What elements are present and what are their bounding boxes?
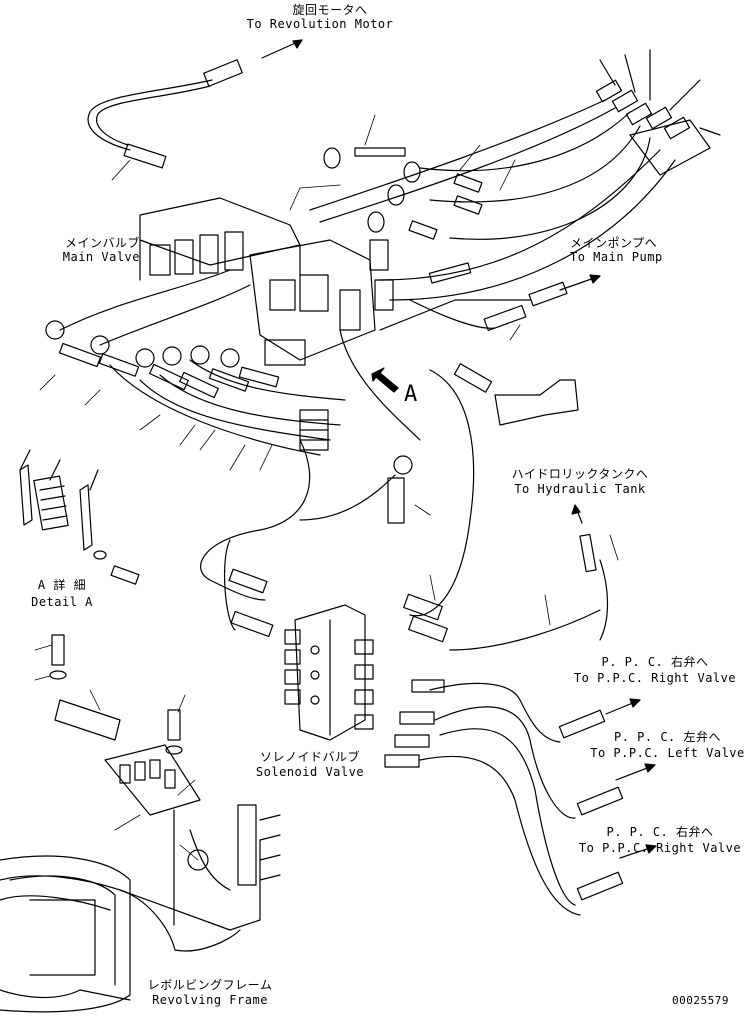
ppc-right-valve-1-label-jp: P. P. C. 右弁へ [601,655,709,669]
hydraulic-tank-label-jp: ハイドロリックタンクへ [511,467,649,481]
detail-a-label-jp: A 詳 細 [37,578,87,592]
main-valve-label-jp: メインバルブ [64,236,140,250]
hydraulic-tank-label-en: To Hydraulic Tank [514,482,646,496]
detail-a-parts [19,449,140,585]
drawing-number: 00025579 [672,994,729,1007]
view-a-arrow [371,367,399,393]
arrow-to-ppc-right-valve-1 [605,698,641,715]
main-pump-label-jp: メインポンプへ [570,236,658,250]
bracket-and-bolts [49,634,281,926]
main-pump-label-en: To Main Pump [570,250,663,264]
hose-lines [0,79,676,1001]
arrow-to-revolution-motor [261,39,303,59]
solenoid-valve-label-en: Solenoid Valve [255,765,365,779]
ppc-right-valve-2-label-en: To P.P.C. Right Valve [578,841,742,855]
revolving-frame-label-jp: レボルビングフレーム [147,978,273,992]
ppc-right-valve-2-label-jp: P. P. C. 右弁へ [606,825,714,839]
connector-bank-top-right [595,49,721,176]
main-valve-label-en: Main Valve [62,250,140,264]
arrow-to-main-pump [559,274,601,291]
revolution-motor-label-jp: 旋回モータへ [292,3,368,17]
hose-fittings [45,59,624,901]
arrow-to-ppc-left-valve [615,763,656,781]
solenoid-valve-label-jp: ソレノイドバルブ [259,750,360,764]
detail-a-label-en: Detail A [31,595,93,609]
arrow-to-hydraulic-tank [571,504,583,524]
revolving-frame-outline [0,855,131,1013]
revolution-motor-label-en: To Revolution Motor [246,17,394,31]
solenoid-valve-body [284,604,374,741]
arrow-to-ppc-right-valve-2 [619,844,657,859]
leader-lines [34,114,619,861]
ppc-left-valve-label-jp: P. P. C. 左弁へ [613,730,722,744]
main-valve-body [139,197,394,366]
ppc-left-valve-label-en: To P.P.C. Left Valve [590,746,745,760]
revolving-frame-label-en: Revolving Frame [152,993,268,1007]
ppc-right-valve-1-label-en: To P.P.C. Right Valve [573,671,737,685]
view-a-marker: A [404,382,418,407]
